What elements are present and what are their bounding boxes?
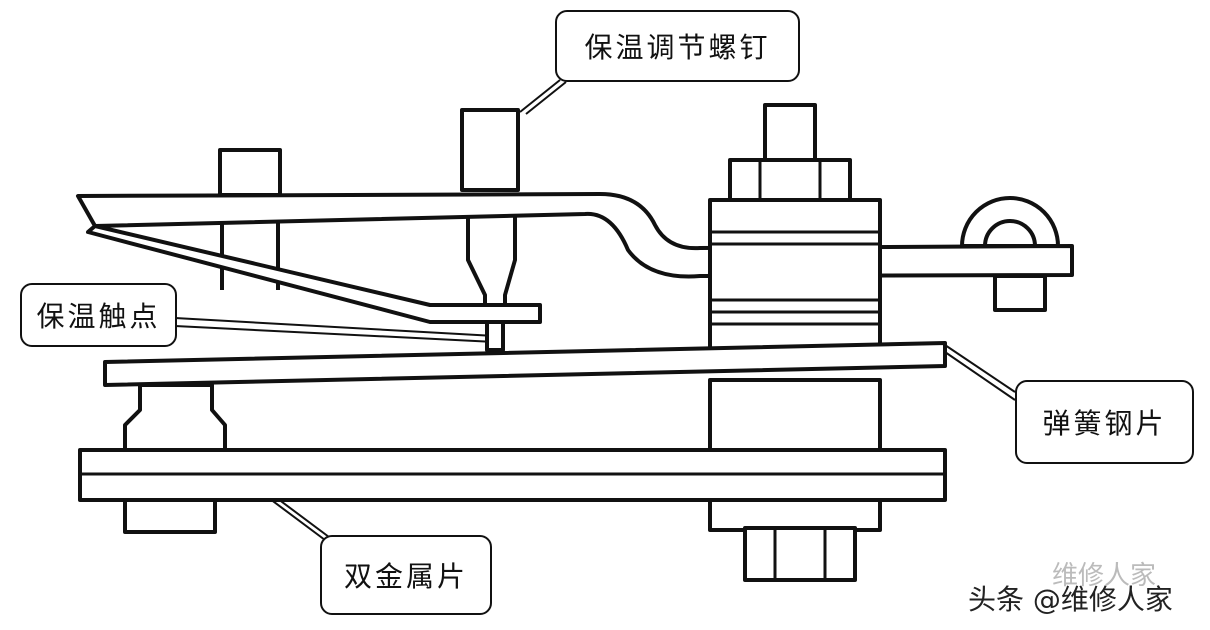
label-adjusting-screw: 保温调节螺钉	[555, 10, 800, 82]
left-post-top	[218, 148, 282, 197]
contact-point	[485, 320, 505, 352]
bottom-left-nut	[123, 498, 217, 534]
stack-bottom-nut	[743, 526, 857, 582]
stack-nut	[728, 158, 852, 204]
watermark-faint: 维修人家	[1052, 561, 1157, 591]
label-spring-steel: 弹簧钢片	[1015, 380, 1194, 464]
label-bimetal: 双金属片	[320, 535, 492, 615]
support	[123, 383, 227, 454]
label-contact: 保温触点	[20, 283, 177, 347]
hook-nut	[993, 274, 1047, 312]
spring-steel-plate	[103, 341, 947, 387]
screw-tip	[466, 215, 517, 307]
stack-top-nut	[763, 103, 817, 165]
watermark: 头条 @维修人家	[968, 583, 1173, 616]
adjusting-screw	[460, 108, 520, 192]
stack-body	[708, 198, 882, 352]
contact-arm	[86, 224, 542, 324]
